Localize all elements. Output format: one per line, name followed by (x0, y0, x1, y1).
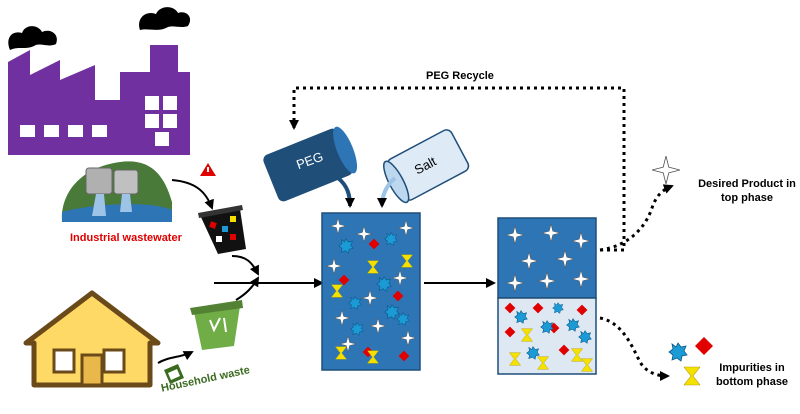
smoke-icon (8, 7, 191, 50)
house-icon (23, 290, 161, 388)
salt-container-icon (383, 129, 470, 204)
peg-pour-arrow (336, 176, 355, 208)
household-waste-icon (164, 364, 184, 384)
peg-recycle-arrow[interactable] (289, 86, 626, 252)
peg-container-icon (263, 126, 358, 202)
impurities-label: Impurities in bottom phase (715, 362, 789, 388)
impurity-output-arrow (599, 316, 670, 381)
recycle-bin-icon (190, 300, 243, 350)
desired-output-arrow (599, 184, 674, 252)
feed-arrows (157, 179, 324, 364)
factory-icon (8, 45, 190, 155)
peg-recycle-label: PEG Recycle (426, 70, 494, 82)
wastewater-pipe-icon (61, 161, 172, 222)
warning-icon (200, 163, 216, 176)
industrial-wastewater-label: Industrial wastewater (70, 232, 182, 244)
desired-product-star-icon (652, 156, 680, 184)
waste-bin-icon (198, 205, 246, 254)
salt-pour-arrow (377, 176, 397, 208)
desired-product-label: Desired Product in top phase (698, 178, 796, 204)
